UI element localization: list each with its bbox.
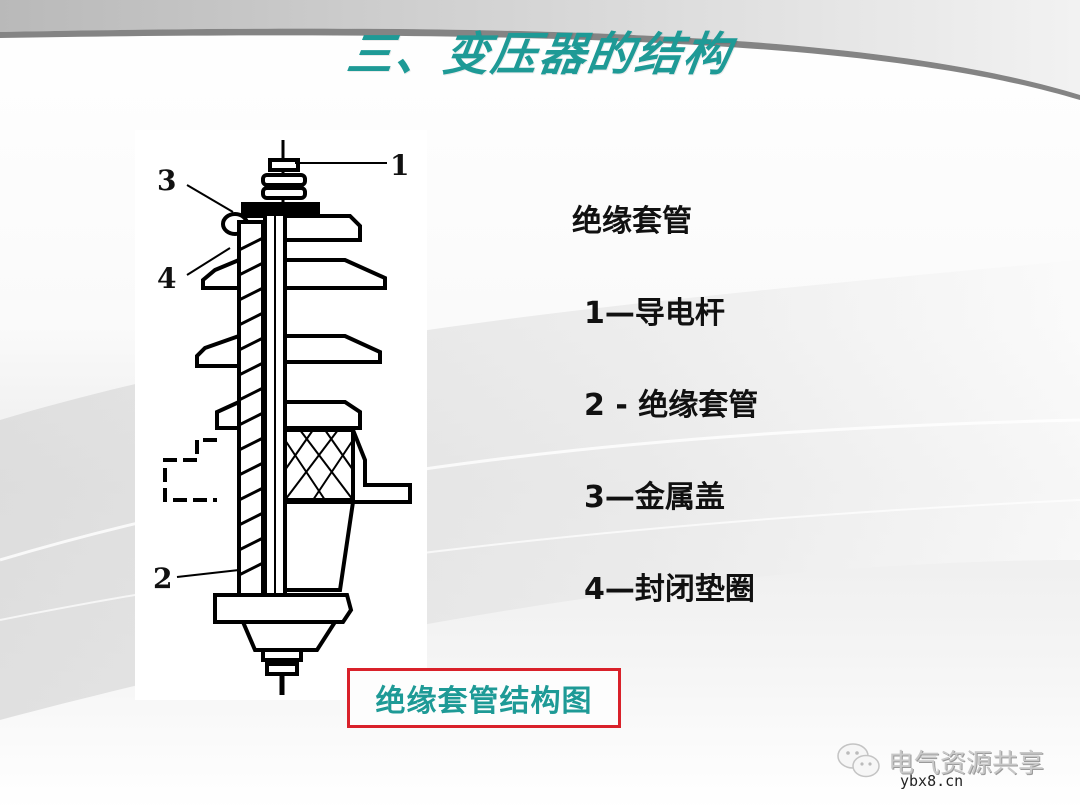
callout-1: 1 — [390, 149, 409, 182]
header-swoosh — [0, 0, 1080, 101]
legend: 绝缘套管 1—导电杆 2 - 绝缘套管 3—金属盖 4—封闭垫圈 — [572, 196, 758, 656]
watermark-name: 电气资源共享 — [888, 748, 1045, 779]
slide-title: 三、变压器的结构 — [343, 27, 736, 81]
diagram-caption-box: 绝缘套管结构图 — [347, 668, 621, 728]
legend-heading: 绝缘套管 — [572, 204, 692, 239]
callout-3: 3 — [157, 164, 176, 197]
bushing-diagram: 1 3 4 2 — [135, 130, 427, 700]
legend-item-conductor-rod: 1—导电杆 — [584, 296, 725, 331]
diagram-caption: 绝缘套管结构图 — [375, 684, 593, 719]
wechat-icon — [837, 743, 880, 778]
callout-4: 4 — [157, 262, 176, 295]
legend-item-insulating-bushing: 2 - 绝缘套管 — [584, 388, 759, 423]
watermark-url: ybx8.cn — [900, 772, 964, 790]
legend-item-sealing-gasket: 4—封闭垫圈 — [584, 572, 755, 607]
bushing-cross-section-drawing: 1 3 4 2 — [153, 140, 412, 695]
legend-item-metal-cap: 3—金属盖 — [584, 480, 725, 515]
watermark: 电气资源共享 — [836, 740, 1044, 782]
callout-2: 2 — [153, 562, 172, 595]
